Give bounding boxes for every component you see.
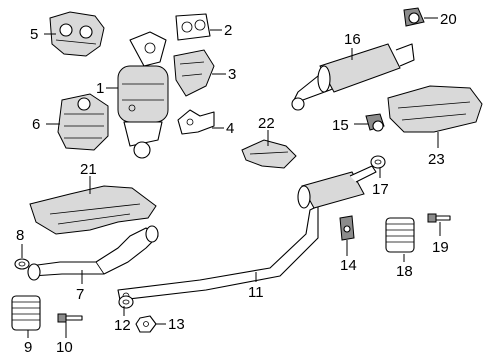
leader-lines (21, 17, 441, 338)
part-14-hanger (339, 215, 355, 241)
callout-23: 23 (428, 151, 445, 168)
part-2-gasket (175, 13, 211, 41)
callout-14: 14 (340, 257, 357, 274)
part-7-front-pipe (27, 225, 159, 281)
part-3-heat-shield (173, 49, 215, 97)
part-16-muffler (291, 43, 415, 111)
callout-2: 2 (224, 22, 232, 39)
part-20-rubber-hanger (403, 7, 425, 27)
callout-16: 16 (344, 31, 361, 48)
callout-13: 13 (168, 316, 185, 333)
callout-8: 8 (16, 227, 24, 244)
part-10-bolt (57, 313, 83, 323)
callout-7: 7 (76, 286, 84, 303)
part-8-gasket-ring (14, 258, 30, 270)
callout-21: 21 (80, 161, 97, 178)
part-4-bracket (177, 109, 215, 135)
part-21-floor-heat-shield (29, 185, 157, 235)
callout-5: 5 (30, 26, 38, 43)
part-17-gasket-ring (370, 155, 386, 169)
part-18-flex-tube (385, 217, 415, 253)
callout-4: 4 (226, 120, 234, 137)
callout-19: 19 (432, 239, 449, 256)
part-9-flex-joint (11, 295, 41, 331)
callout-20: 20 (440, 11, 457, 28)
part-11-center-pipe (117, 205, 319, 301)
part-22-heat-shield (241, 139, 297, 169)
callout-11: 11 (248, 284, 264, 301)
callout-15: 15 (332, 117, 349, 134)
part-19-stud-bolt (427, 213, 451, 223)
callout-22: 22 (258, 115, 275, 132)
callout-17: 17 (372, 181, 389, 198)
resonator (297, 165, 377, 209)
part-23-muffler-heat-shield (387, 85, 483, 133)
part-12-gasket (118, 295, 134, 309)
part-6-lower-heat-shield (57, 93, 109, 151)
part-15-rubber-hanger (365, 113, 385, 132)
callout-9: 9 (24, 339, 32, 356)
callout-6: 6 (32, 116, 40, 133)
callout-labels: 5 2 1 3 4 6 21 7 8 9 10 11 12 13 14 15 1… (16, 11, 457, 356)
part-1-catalytic-converter (117, 31, 169, 159)
callout-10: 10 (56, 339, 73, 356)
callout-3: 3 (228, 66, 236, 83)
callout-18: 18 (396, 263, 413, 280)
part-13-nut (135, 315, 157, 333)
callout-1: 1 (96, 80, 104, 97)
callout-12: 12 (114, 317, 131, 334)
part-5-heat-shield (49, 11, 105, 57)
